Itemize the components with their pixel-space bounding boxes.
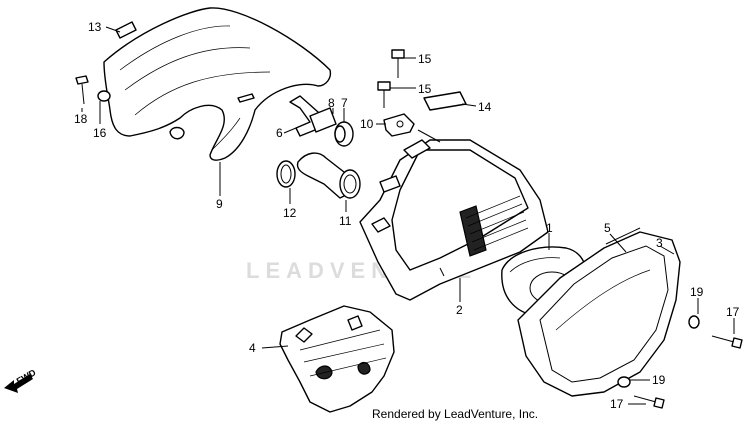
callout-11: 11 bbox=[339, 214, 352, 228]
callout-13: 13 bbox=[88, 20, 102, 34]
part-5-gasket bbox=[605, 227, 641, 245]
callout-15-upper: 15 bbox=[418, 52, 432, 66]
callout-4: 4 bbox=[249, 341, 256, 355]
part-2-air-cleaner-case bbox=[359, 129, 549, 301]
callout-17-bottom: 17 bbox=[610, 397, 624, 411]
callout-5: 5 bbox=[604, 221, 611, 235]
part-3-cover bbox=[517, 231, 681, 397]
fwd-arrow-icon bbox=[4, 374, 33, 393]
callouts: 13 18 16 9 6 8 7 12 11 15 15 14 10 1 5 3… bbox=[74, 20, 740, 411]
callout-2: 2 bbox=[456, 303, 463, 317]
callout-14: 14 bbox=[478, 100, 492, 114]
part-16-grommet bbox=[97, 90, 111, 102]
leader-lines bbox=[81, 26, 735, 405]
part-10-bracket bbox=[383, 113, 415, 137]
callout-6: 6 bbox=[276, 126, 283, 140]
part-19-washer-bottom bbox=[617, 376, 631, 388]
fwd-arrow: FWD bbox=[4, 367, 38, 393]
callout-15-lower: 15 bbox=[418, 82, 432, 96]
part-17-screw-bottom bbox=[633, 395, 665, 409]
part-13-label-sticker bbox=[115, 21, 137, 39]
credit-text: Rendered by LeadVenture, Inc. bbox=[372, 407, 538, 421]
callout-9: 9 bbox=[216, 197, 223, 211]
callout-19-right: 19 bbox=[690, 285, 704, 299]
callout-16: 16 bbox=[93, 126, 107, 140]
part-15-bolt-upper bbox=[391, 49, 405, 78]
part-4-bracket bbox=[279, 305, 395, 413]
part-18-bolt bbox=[75, 75, 89, 105]
part-11-elbow bbox=[296, 152, 361, 199]
part-19-washer-right bbox=[688, 315, 700, 329]
part-15-bolt-lower bbox=[377, 81, 391, 108]
callout-3: 3 bbox=[656, 236, 663, 250]
part-17-screw-right bbox=[711, 335, 743, 349]
callout-12: 12 bbox=[283, 206, 297, 220]
callout-7: 7 bbox=[341, 96, 348, 110]
fwd-label: FWD bbox=[15, 367, 38, 386]
callout-1: 1 bbox=[546, 221, 553, 235]
part-14-label-sticker bbox=[423, 91, 467, 111]
part-7-cap bbox=[334, 121, 354, 147]
part-12-o-ring bbox=[276, 160, 296, 188]
callout-8: 8 bbox=[328, 96, 335, 110]
callout-19-bottom: 19 bbox=[652, 373, 666, 387]
part-6-clamp bbox=[289, 95, 321, 137]
part-8-tube bbox=[309, 107, 337, 133]
callout-10: 10 bbox=[360, 117, 374, 131]
part-9-cover bbox=[103, 7, 332, 161]
callout-18: 18 bbox=[74, 112, 88, 126]
callout-17-right: 17 bbox=[726, 305, 740, 319]
